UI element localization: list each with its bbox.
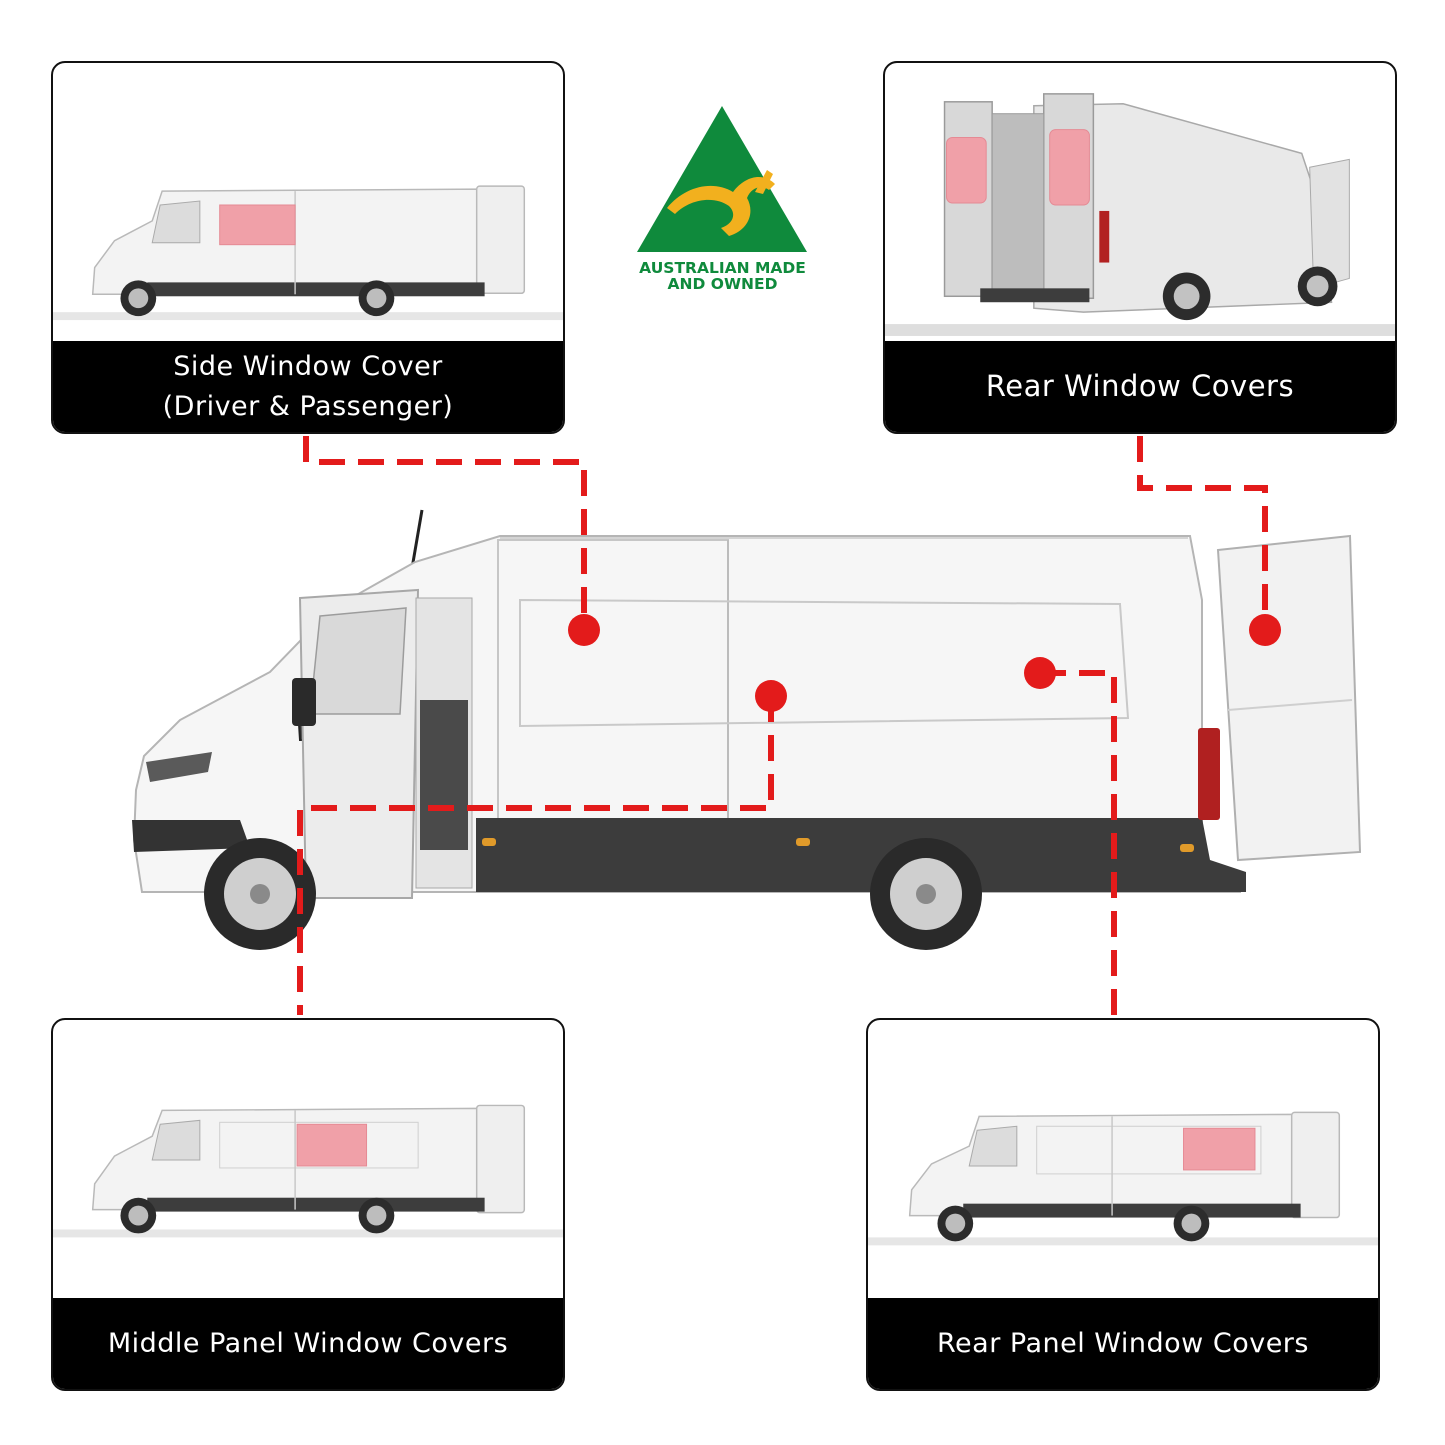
middle-panel-van-image [53,1020,563,1302]
side-window-cover-card[interactable]: Side Window Cover (Driver & Passenger) [51,61,565,434]
rear-window-van-image [885,63,1395,345]
rear-panel-van-image [868,1020,1378,1302]
side-window-cover-subtitle: (Driver & Passenger) [162,390,454,422]
australian-made-logo: AUSTRALIAN MADE AND OWNED [625,100,820,300]
middle-panel-window-covers-card[interactable]: Middle Panel Window Covers [51,1018,565,1391]
rear-window-covers-label: Rear Window Covers [885,341,1395,432]
rear-window-covers-card[interactable]: Rear Window Covers [883,61,1397,434]
main-van-illustration [120,500,1380,970]
logo-text: AUSTRALIAN MADE AND OWNED [625,260,820,292]
van-middle-thumbnail [53,1104,563,1238]
van-rear-panel-thumbnail [868,1111,1378,1246]
logo-text-line2: AND OWNED [667,275,778,293]
side-window-cover-label: Side Window Cover (Driver & Passenger) [53,341,563,432]
van-rear-thumbnail [885,93,1395,336]
logo-text-line1: AUSTRALIAN MADE [639,259,806,277]
side-window-van-image [53,63,563,345]
rear-panel-window-covers-card[interactable]: Rear Panel Window Covers [866,1018,1380,1391]
kangaroo-triangle-icon [637,106,807,252]
rear-window-covers-title: Rear Window Covers [985,369,1295,404]
side-window-cover-title: Side Window Cover [173,351,443,383]
van-side-thumbnail [53,185,563,321]
middle-panel-window-covers-title: Middle Panel Window Covers [107,1327,509,1359]
van-side-view [132,509,1362,950]
middle-panel-window-covers-label: Middle Panel Window Covers [53,1298,563,1389]
rear-panel-window-covers-label: Rear Panel Window Covers [868,1298,1378,1389]
rear-panel-window-covers-title: Rear Panel Window Covers [937,1327,1309,1359]
